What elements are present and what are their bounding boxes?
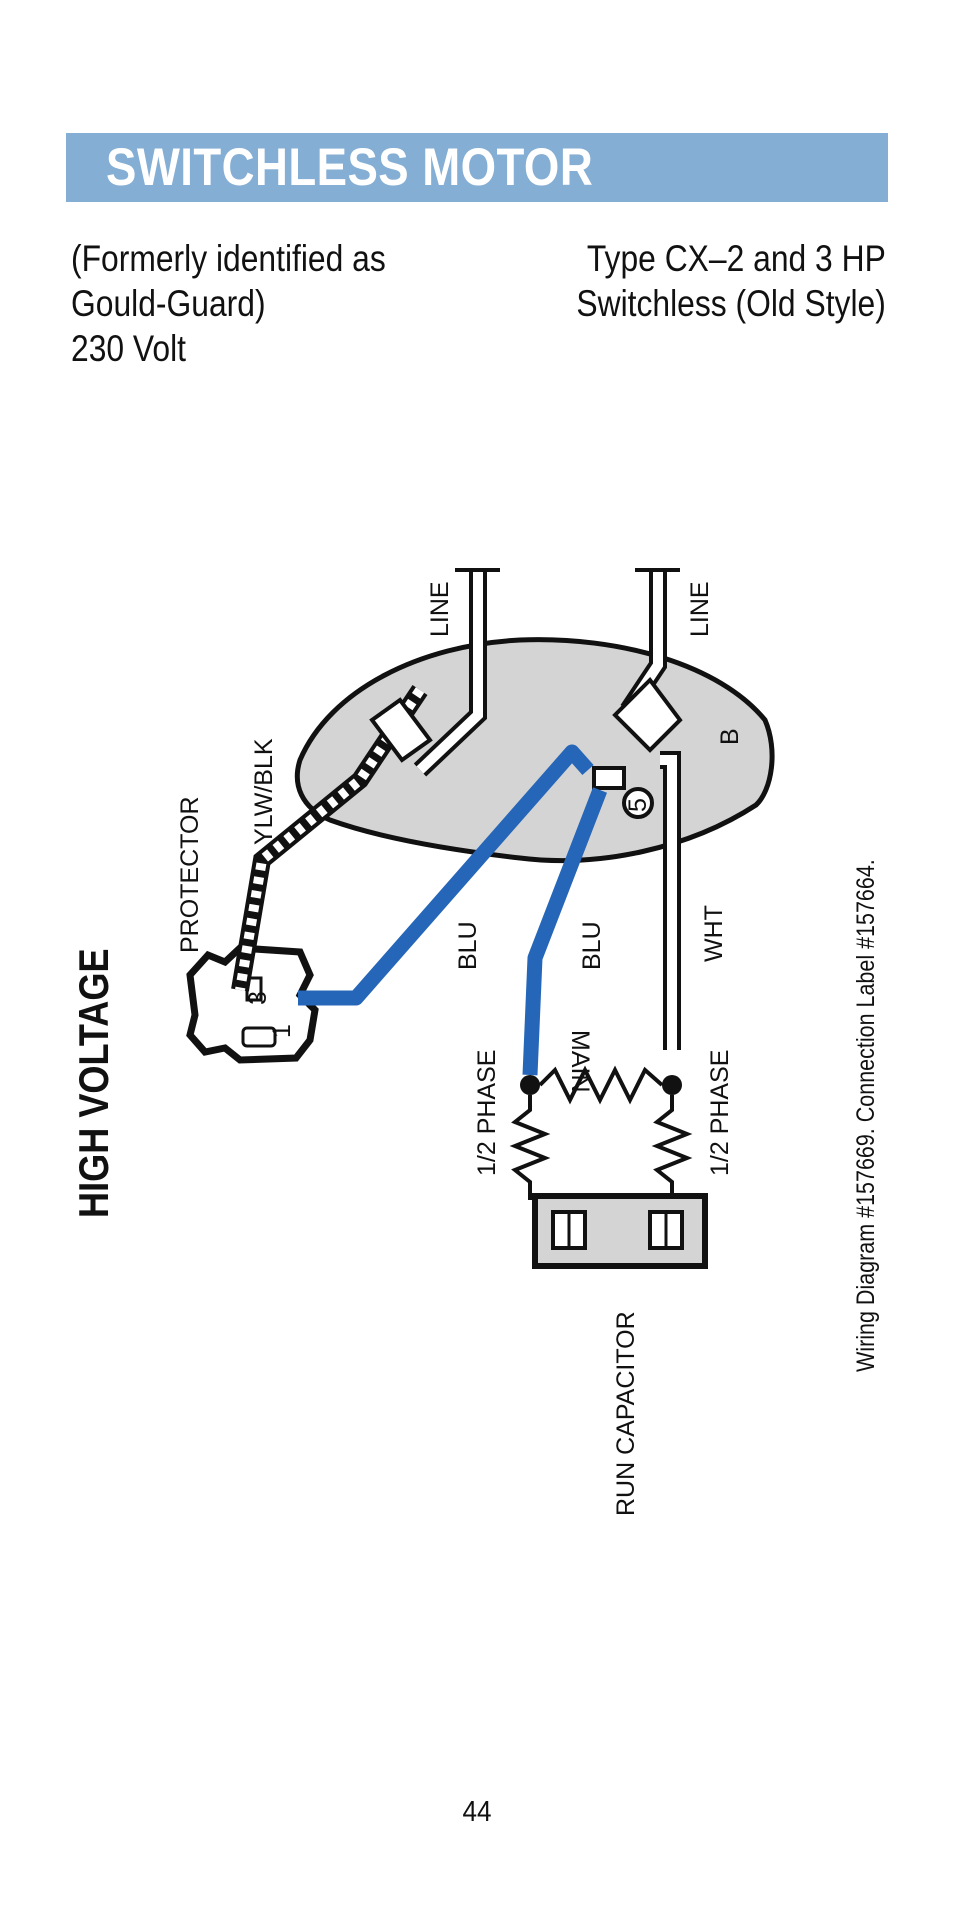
junction-right [662,1075,682,1095]
main-winding [538,1065,664,1105]
terminal-board [294,637,775,864]
protector: 3 1 [186,944,319,1064]
meta-left-line-3: 230 Volt [71,328,187,369]
meta-left-line-2: Gould-Guard) [71,283,266,324]
motor-type-note: Type CX–2 and 3 HP Switchless (Old Style… [577,236,886,326]
page-title: SWITCHLESS MOTOR [106,138,594,197]
board-terminal-b: B [716,728,744,745]
board-terminal-5-label: 5 [624,798,652,812]
page-number: 44 [462,1796,492,1828]
main-label: MAIN [566,1030,594,1093]
blu-label-1: BLU [454,921,482,970]
meta-left-line-1: (Formerly identified as [71,238,386,279]
line-label-left: LINE [426,581,454,637]
meta-right-line-1: Type CX–2 and 3 HP [587,238,886,279]
wiring-diagram-caption: Wiring Diagram #157669. Connection Label… [852,859,880,1372]
meta-right-line-2: Switchless (Old Style) [576,283,886,324]
ylw-blk-label: YLW/BLK [250,738,278,845]
right-line-connector [612,676,683,753]
motor-history-note: (Formerly identified as Gould-Guard) 230… [71,236,386,371]
protector-terminal-3: 3 [244,991,272,1005]
phase-winding-left [509,1095,551,1200]
board-terminal-5 [622,787,654,819]
protector-label: PROTECTOR [176,797,204,954]
board-terminal-block [592,766,626,790]
run-capacitor [532,1193,708,1269]
phase-label-left: 1/2 PHASE [473,1050,501,1176]
line-label-right: LINE [686,581,714,637]
blu-label-2: BLU [578,921,606,970]
blu-wire-phase [522,787,607,1076]
title-banner: SWITCHLESS MOTOR [66,133,888,202]
run-capacitor-label: RUN CAPACITOR [612,1311,640,1516]
protector-terminal-1: 1 [268,1024,296,1038]
phase-winding-right [651,1095,693,1200]
junction-left [520,1075,540,1095]
blu-wire-protector [298,744,594,1006]
left-line-connector [369,697,433,763]
wht-label: WHT [700,905,728,962]
phase-label-right: 1/2 PHASE [706,1050,734,1176]
